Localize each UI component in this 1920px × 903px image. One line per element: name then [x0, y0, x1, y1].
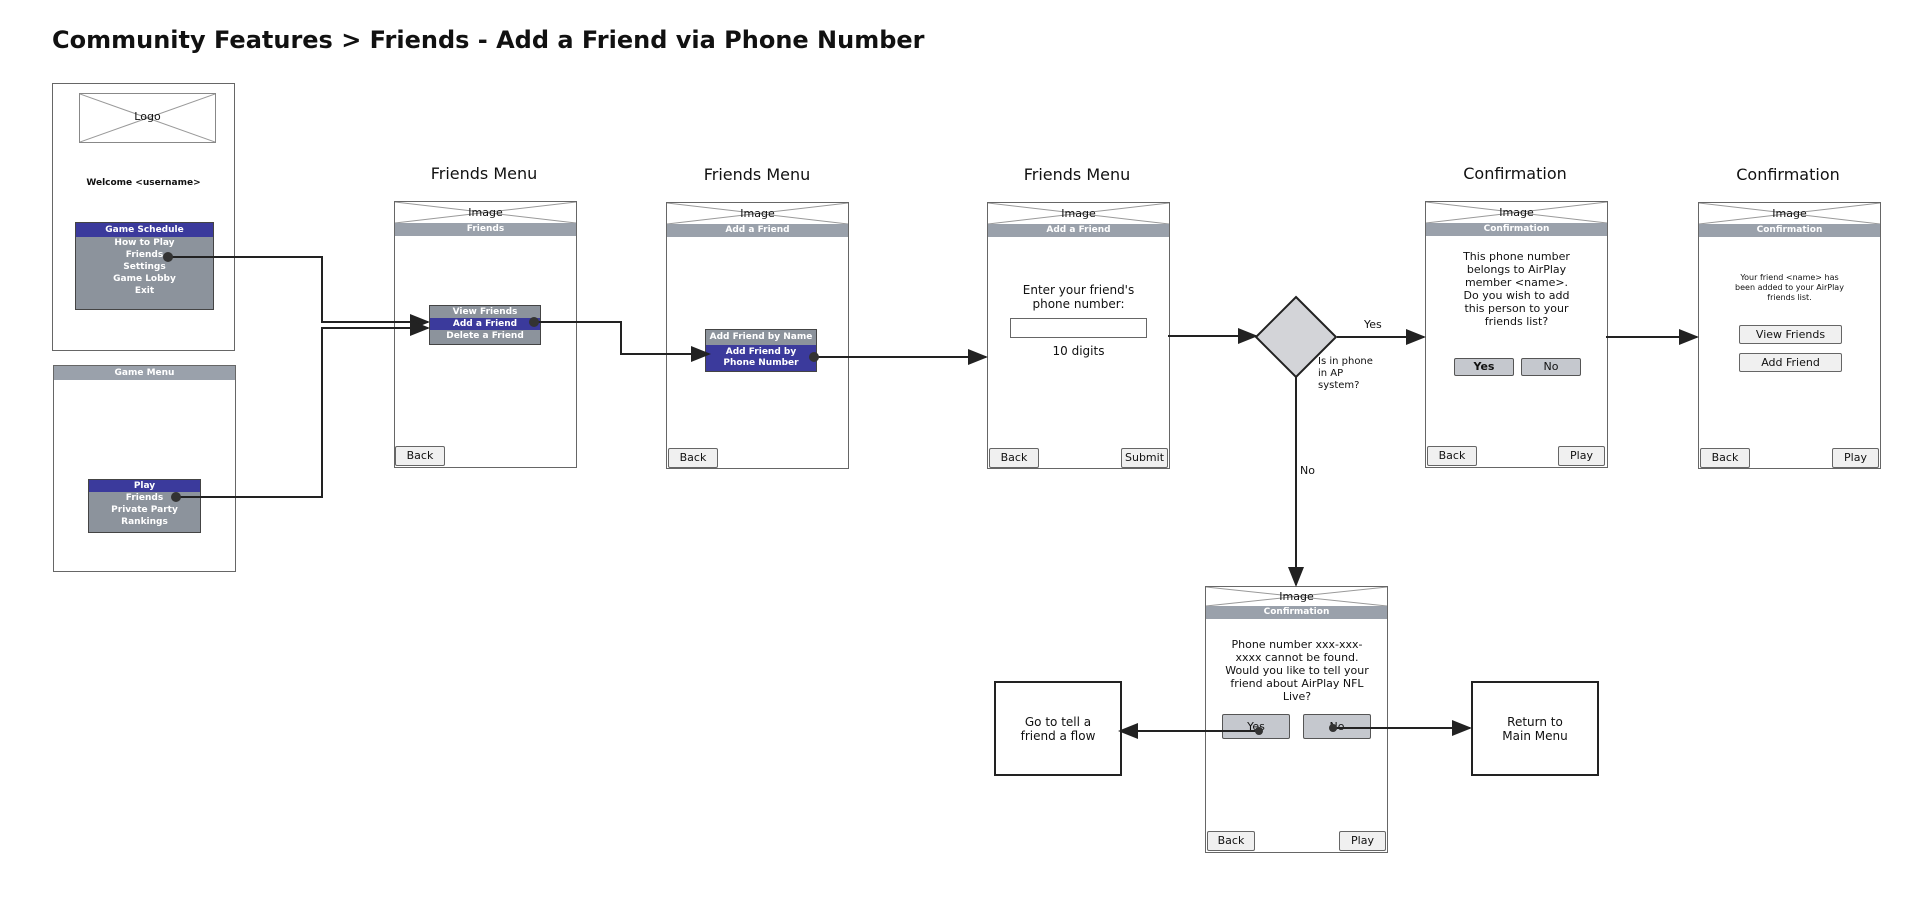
- image-placeholder: Image: [988, 203, 1169, 225]
- add-friend-button[interactable]: Add Friend: [1739, 353, 1842, 372]
- friend-added-message: Your friend <name> has been added to you…: [1735, 273, 1844, 302]
- member-found-screen: Image Confirmation This phone number bel…: [1425, 201, 1608, 468]
- play-button[interactable]: Play: [1832, 448, 1879, 468]
- image-label: Image: [1279, 590, 1314, 603]
- friends-menu: View Friends Add a Friend Delete a Frien…: [429, 305, 541, 345]
- yes-button[interactable]: Yes: [1222, 714, 1290, 739]
- image-placeholder: Image: [395, 202, 576, 224]
- menu-item-add-a-friend[interactable]: Add a Friend: [430, 318, 540, 330]
- play-button[interactable]: Play: [1339, 831, 1386, 851]
- menu-item-how-to-play[interactable]: How to Play: [76, 237, 213, 249]
- game-menu-item-play[interactable]: Play: [89, 480, 200, 492]
- view-friends-button[interactable]: View Friends: [1739, 325, 1842, 344]
- screen5-header: Confirmation: [1699, 224, 1880, 237]
- image-label: Image: [1061, 207, 1096, 220]
- tell-a-friend-box: Go to tell a friend a flow: [994, 681, 1122, 776]
- add-friend-screen: Image Add a Friend Add Friend by Name Ad…: [666, 202, 849, 469]
- screen1-label: Friends Menu: [430, 164, 538, 183]
- play-button[interactable]: Play: [1558, 446, 1605, 466]
- back-button[interactable]: Back: [989, 448, 1039, 468]
- image-label: Image: [1499, 206, 1534, 219]
- image-label: Image: [468, 206, 503, 219]
- back-button[interactable]: Back: [668, 448, 718, 468]
- game-menu-header: Game Menu: [54, 366, 235, 380]
- back-button[interactable]: Back: [1207, 831, 1255, 851]
- yes-button[interactable]: Yes: [1454, 358, 1514, 376]
- connector-add-friend: [534, 321, 711, 362]
- menu-item-view-friends[interactable]: View Friends: [430, 306, 540, 318]
- decision-no-label: No: [1300, 464, 1315, 477]
- image-placeholder: Image: [667, 203, 848, 225]
- connector-dot: [1255, 727, 1263, 735]
- menu-item-game-schedule[interactable]: Game Schedule: [76, 223, 213, 237]
- logo-label: Logo: [134, 110, 161, 123]
- tell-a-friend-text: Go to tell a friend a flow: [1020, 714, 1096, 743]
- game-menu-screen: Game Menu Play Friends Private Party Ran…: [53, 365, 236, 572]
- back-button[interactable]: Back: [1700, 448, 1750, 468]
- phone-hint: 10 digits: [1052, 344, 1105, 358]
- welcome-text: Welcome <username>: [86, 178, 201, 188]
- submit-button[interactable]: Submit: [1121, 448, 1168, 468]
- screen4-label: Confirmation: [1463, 164, 1567, 183]
- main-screen: Logo Welcome <username> Game Schedule Ho…: [52, 83, 235, 351]
- menu-item-delete-a-friend[interactable]: Delete a Friend: [430, 330, 540, 342]
- main-menu-box: Return to Main Menu: [1471, 681, 1599, 776]
- page-title: Community Features > Friends - Add a Fri…: [52, 26, 925, 54]
- menu-item-settings[interactable]: Settings: [76, 261, 213, 273]
- enter-phone-screen: Image Add a Friend Enter your friend's p…: [987, 202, 1170, 469]
- no-button[interactable]: No: [1521, 358, 1581, 376]
- image-label: Image: [740, 207, 775, 220]
- menu-item-exit[interactable]: Exit: [76, 285, 213, 297]
- logo-placeholder: Logo: [79, 93, 216, 143]
- phone-prompt: Enter your friend's phone number:: [1022, 283, 1135, 311]
- screen2-label: Friends Menu: [703, 165, 811, 184]
- screen5-label: Confirmation: [1736, 165, 1840, 184]
- connector-main-to-friends: [168, 256, 430, 330]
- friends-menu-screen: Image Friends View Friends Add a Friend …: [394, 201, 577, 468]
- menu-item-add-by-name[interactable]: Add Friend by Name: [706, 330, 816, 345]
- screen3-label: Friends Menu: [1023, 165, 1131, 184]
- connector-dot: [163, 252, 173, 262]
- game-menu: Play Friends Private Party Rankings: [88, 479, 201, 533]
- add-friend-menu: Add Friend by Name Add Friend by Phone N…: [705, 329, 817, 372]
- screen2-header: Add a Friend: [667, 224, 848, 237]
- connector-dot: [1329, 724, 1337, 732]
- menu-item-add-by-phone[interactable]: Add Friend by Phone Number: [706, 345, 816, 371]
- screen1-header: Friends: [395, 223, 576, 236]
- game-menu-item-rankings[interactable]: Rankings: [89, 516, 200, 528]
- phone-input[interactable]: [1010, 318, 1147, 338]
- not-found-message: Phone number xxx-xxx-xxxx cannot be foun…: [1225, 638, 1369, 703]
- connector-game-to-friends: [176, 320, 430, 498]
- image-label: Image: [1772, 207, 1807, 220]
- connector-dot: [809, 352, 819, 362]
- friend-added-screen: Image Confirmation Your friend <name> ha…: [1698, 202, 1881, 469]
- main-menu-text: Return to Main Menu: [1502, 714, 1568, 743]
- screen3-header: Add a Friend: [988, 224, 1169, 237]
- main-menu: Game Schedule How to Play Friends Settin…: [75, 222, 214, 310]
- connector-dot: [171, 492, 181, 502]
- screen6-header: Confirmation: [1206, 606, 1387, 619]
- game-menu-item-private-party[interactable]: Private Party: [89, 504, 200, 516]
- member-found-message: This phone number belongs to AirPlay mem…: [1463, 250, 1570, 328]
- menu-item-game-lobby[interactable]: Game Lobby: [76, 273, 213, 285]
- back-button[interactable]: Back: [1427, 446, 1477, 466]
- decision-question: Is in phone in AP system?: [1318, 356, 1373, 391]
- connector-dot: [529, 317, 539, 327]
- decision-yes-label: Yes: [1364, 318, 1382, 331]
- screen4-header: Confirmation: [1426, 223, 1607, 236]
- back-button[interactable]: Back: [395, 446, 445, 466]
